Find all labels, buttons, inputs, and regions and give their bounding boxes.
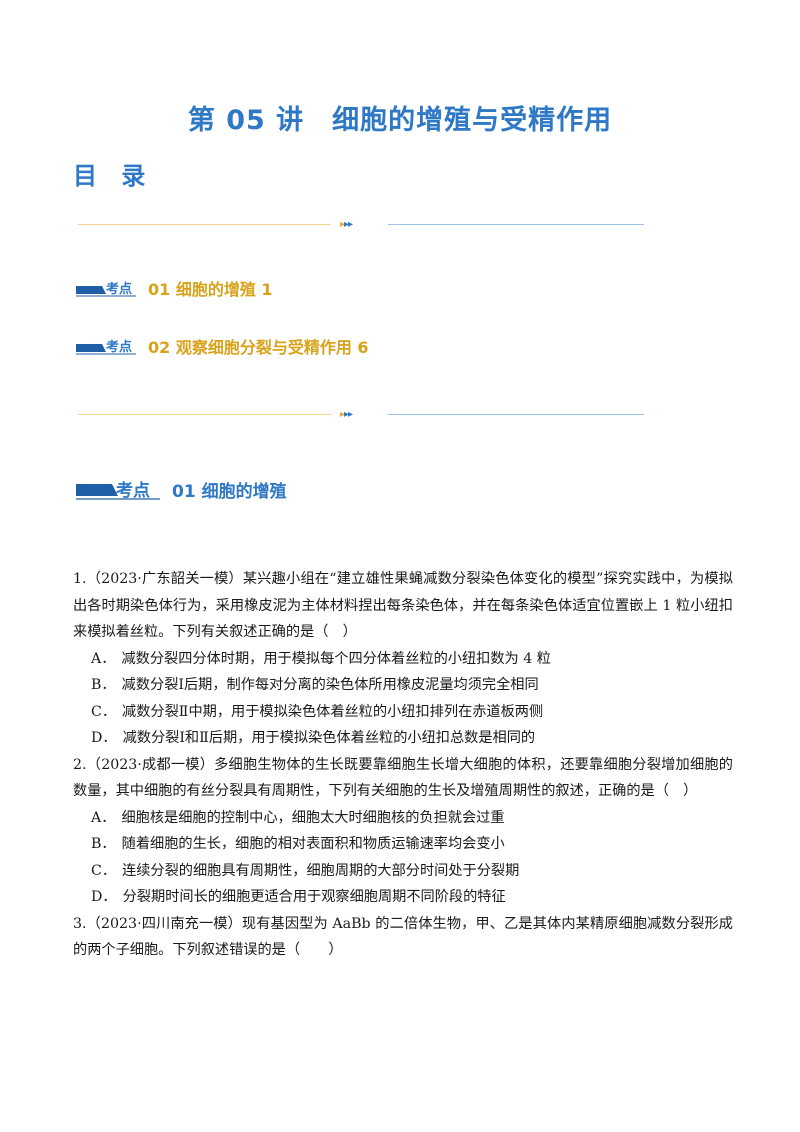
option-letter: B． — [91, 677, 116, 693]
option-text: 连续分裂的细胞具有周期性，细胞周期的大部分时间处于分裂期 — [122, 862, 520, 879]
badge-icon: 考点 — [76, 476, 162, 502]
page-title: 第 05 讲 细胞的增殖与受精作用 — [187, 105, 613, 136]
option-text: 减数分裂Ⅰ和Ⅱ后期，用于模拟染色体着丝粒的小纽扣总数是相同的 — [122, 730, 536, 746]
badge-label: 考点 — [116, 481, 150, 501]
section-heading: 考点 01 细胞的增殖 — [76, 474, 287, 504]
toc-item-1[interactable]: 考点 01 细胞的增殖 1 — [76, 276, 273, 300]
option-a[interactable]: A． 减数分裂四分体时期，用于模拟每个四分体着丝粒的小纽扣数为 4 粒 — [73, 646, 733, 673]
option-letter: B． — [91, 836, 116, 852]
option-text: 随着细胞的生长，细胞的相对表面积和物质运输速率均会变小 — [121, 836, 505, 852]
divider-top: ▸▸▸ — [78, 219, 644, 230]
option-d[interactable]: D． 分裂期时间长的细胞更适合用于观察细胞周期不同阶段的特征 — [73, 884, 733, 911]
section-title: 01 细胞的增殖 — [172, 481, 287, 502]
badge-icon: 考点 — [76, 278, 138, 298]
option-text: 分裂期时间长的细胞更适合用于观察细胞周期不同阶段的特征 — [122, 889, 506, 905]
option-letter: C． — [91, 862, 117, 879]
option-text: 减数分裂Ⅱ中期，用于模拟染色体着丝粒的小纽扣排列在赤道板两侧 — [122, 703, 544, 720]
option-letter: D． — [91, 730, 117, 746]
question-stem: 3.（2023·四川南充一模）现有基因型为 AaBb 的二倍体生物，甲、乙是其体… — [73, 915, 733, 959]
questions: 1.（2023·广东韶关一模）某兴趣小组在“建立雄性果蝇减数分裂染色体变化的模型… — [73, 566, 733, 964]
toc-item-label: 01 细胞的增殖 1 — [148, 280, 273, 299]
question-1: 1.（2023·广东韶关一模）某兴趣小组在“建立雄性果蝇减数分裂染色体变化的模型… — [73, 566, 733, 752]
option-text: 减数分裂Ⅰ后期，制作每对分离的染色体所用橡皮泥量均须完全相同 — [121, 677, 539, 693]
option-b[interactable]: B． 减数分裂Ⅰ后期，制作每对分离的染色体所用橡皮泥量均须完全相同 — [73, 672, 733, 699]
option-letter: D． — [91, 889, 117, 905]
arrows-icon: ▸▸▸ — [340, 409, 353, 420]
option-b[interactable]: B． 随着细胞的生长，细胞的相对表面积和物质运输速率均会变小 — [73, 831, 733, 858]
option-c[interactable]: C． 减数分裂Ⅱ中期，用于模拟染色体着丝粒的小纽扣排列在赤道板两侧 — [73, 699, 733, 726]
option-d[interactable]: D． 减数分裂Ⅰ和Ⅱ后期，用于模拟染色体着丝粒的小纽扣总数是相同的 — [73, 725, 733, 752]
question-stem: 2.（2023·成都一模）多细胞生物体的生长既要靠细胞生长增大细胞的体积，还要靠… — [73, 756, 733, 800]
question-3: 3.（2023·四川南充一模）现有基因型为 AaBb 的二倍体生物，甲、乙是其体… — [73, 911, 733, 964]
option-a[interactable]: A． 细胞核是细胞的控制中心，细胞太大时细胞核的负担就会过重 — [73, 805, 733, 832]
divider-bottom: ▸▸▸ — [78, 409, 644, 420]
option-text: 细胞核是细胞的控制中心，细胞太大时细胞核的负担就会过重 — [121, 809, 505, 826]
divider-line-left — [78, 224, 331, 225]
arrows-icon: ▸▸▸ — [340, 219, 353, 230]
option-letter: A． — [91, 650, 116, 667]
option-c[interactable]: C． 连续分裂的细胞具有周期性，细胞周期的大部分时间处于分裂期 — [73, 858, 733, 885]
badge-label: 考点 — [106, 282, 133, 297]
option-letter: A． — [91, 809, 116, 826]
toc-item-2[interactable]: 考点 02 观察细胞分裂与受精作用 6 — [76, 334, 369, 358]
question-2: 2.（2023·成都一模）多细胞生物体的生长既要靠细胞生长增大细胞的体积，还要靠… — [73, 752, 733, 911]
toc-heading: 目 录 — [73, 162, 154, 190]
badge-icon: 考点 — [76, 336, 138, 356]
divider-line-right — [388, 224, 644, 225]
toc-item-label: 02 观察细胞分裂与受精作用 6 — [148, 338, 369, 357]
badge-label: 考点 — [106, 340, 133, 355]
divider-line-left — [78, 414, 331, 415]
divider-line-right — [388, 414, 644, 415]
option-letter: C． — [91, 703, 117, 720]
question-stem: 1.（2023·广东韶关一模）某兴趣小组在“建立雄性果蝇减数分裂染色体变化的模型… — [73, 571, 733, 640]
option-text: 减数分裂四分体时期，用于模拟每个四分体着丝粒的小纽扣数为 4 粒 — [121, 650, 551, 667]
